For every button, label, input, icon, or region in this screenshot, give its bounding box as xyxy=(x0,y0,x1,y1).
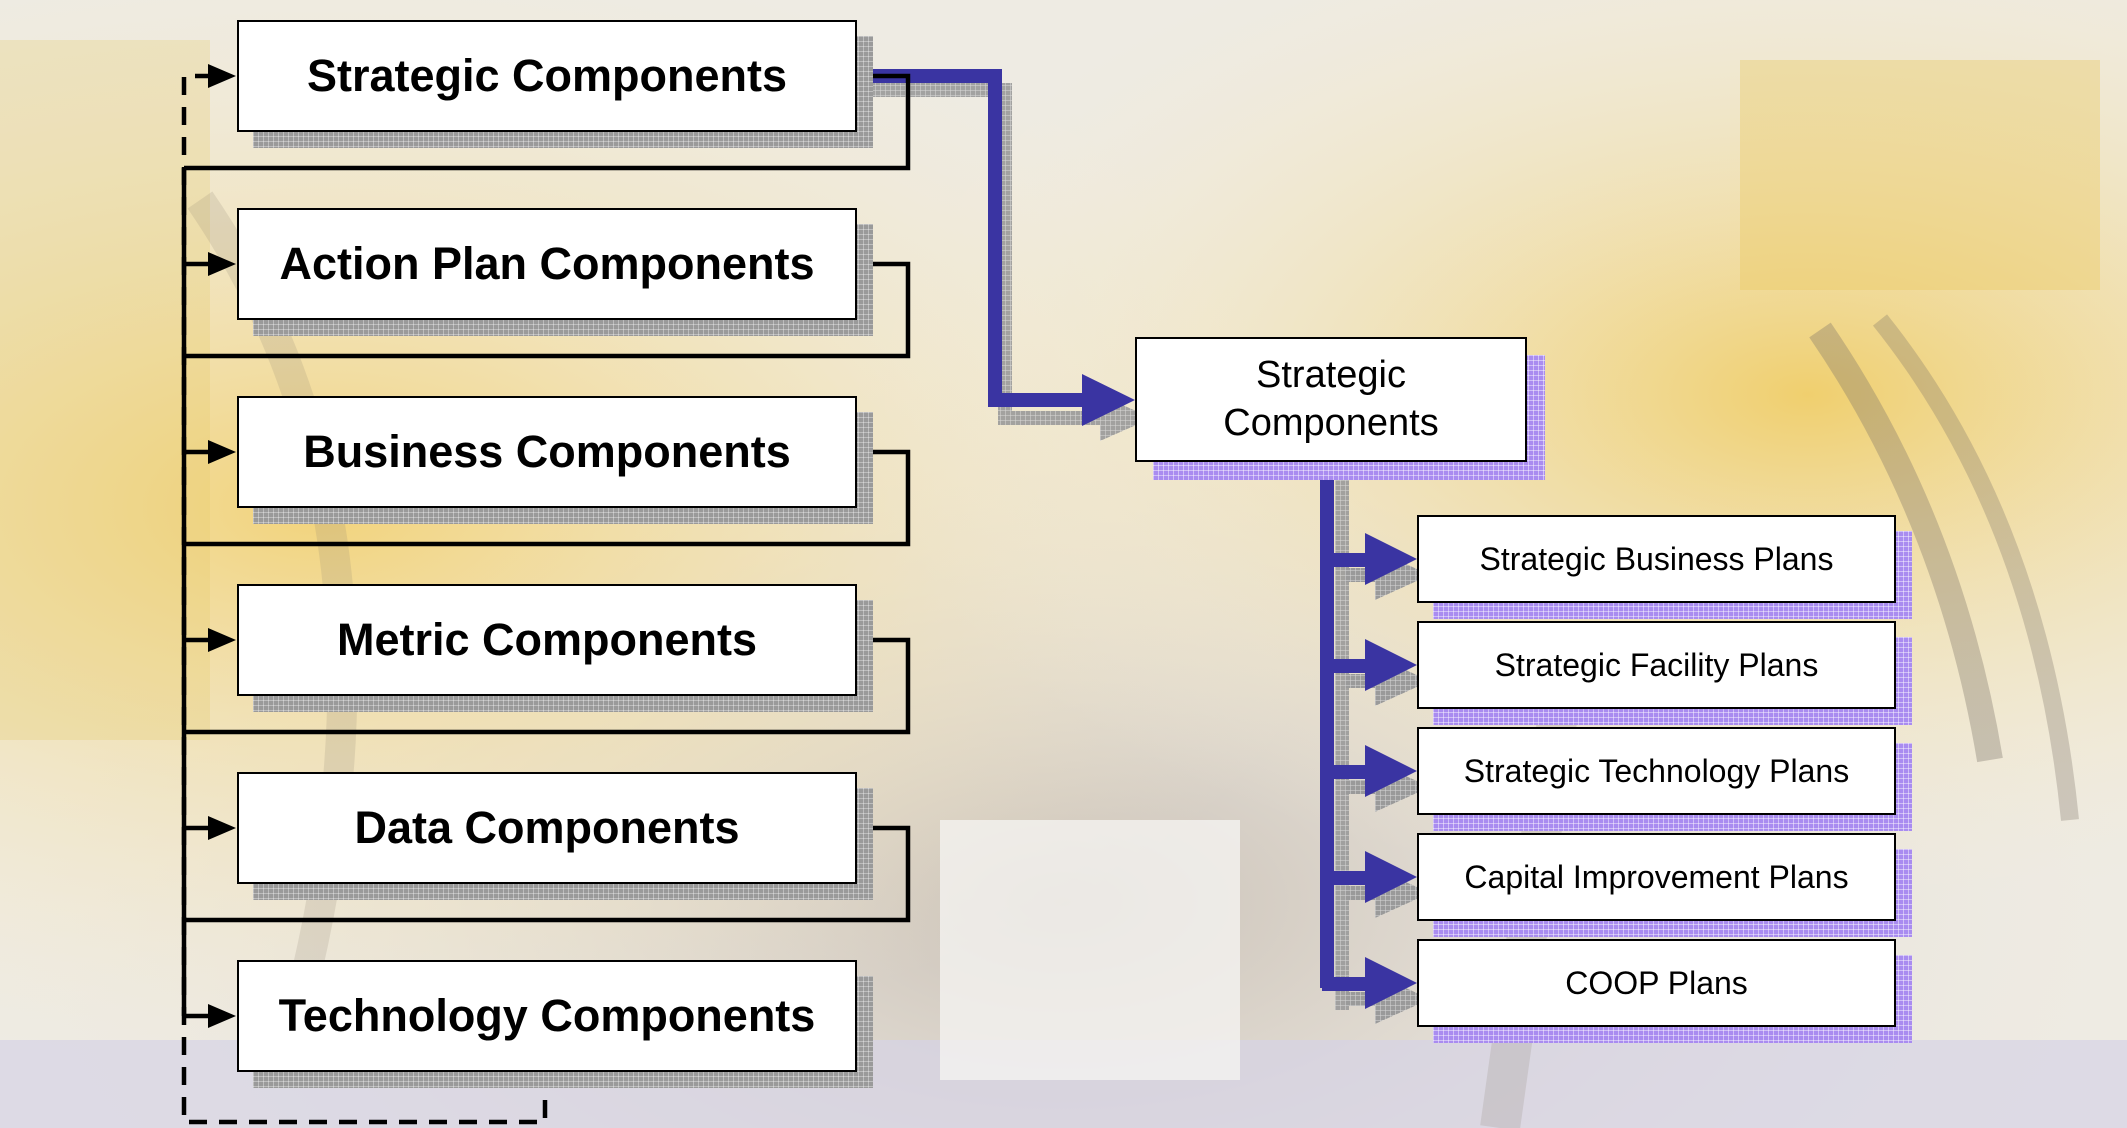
box-capital-improvement-plans[interactable]: Capital Improvement Plans xyxy=(1417,833,1896,921)
plan-label: Strategic Technology Plans xyxy=(1463,752,1850,789)
box-action-plan-components[interactable]: Action Plan Components xyxy=(237,208,857,320)
dashed-return-loop xyxy=(181,73,548,1125)
box-technology-components[interactable]: Technology Components xyxy=(237,960,857,1072)
box-label: Metric Components xyxy=(336,614,758,665)
center-box-line1: Strategic xyxy=(1256,354,1406,396)
box-coop-plans[interactable]: COOP Plans xyxy=(1417,939,1896,1027)
blue-connector-shadow xyxy=(870,83,1349,1010)
box-business-components[interactable]: Business Components xyxy=(237,396,857,508)
plan-label: Strategic Business Plans xyxy=(1479,540,1834,577)
box-label: Technology Components xyxy=(278,990,816,1041)
plan-branch-arrows xyxy=(1322,533,1430,1024)
box-strategic-components[interactable]: Strategic Components xyxy=(237,20,857,132)
box-strategic-technology-plans[interactable]: Strategic Technology Plans xyxy=(1417,727,1896,815)
blue-connector xyxy=(856,69,1334,988)
box-metric-components[interactable]: Metric Components xyxy=(237,584,857,696)
center-box-line2: Components xyxy=(1223,401,1439,444)
box-strategic-business-plans[interactable]: Strategic Business Plans xyxy=(1417,515,1896,603)
box-label: Action Plan Components xyxy=(279,238,815,289)
plan-label: Strategic Facility Plans xyxy=(1494,646,1819,683)
box-label: Business Components xyxy=(303,426,791,477)
box-label: Data Components xyxy=(354,802,740,853)
left-arrowheads xyxy=(208,64,236,1028)
box-strategic-facility-plans[interactable]: Strategic Facility Plans xyxy=(1417,621,1896,709)
box-data-components[interactable]: Data Components xyxy=(237,772,857,884)
plan-label: COOP Plans xyxy=(1565,964,1748,1001)
box-label: Strategic Components xyxy=(306,50,788,101)
plan-label: Capital Improvement Plans xyxy=(1464,858,1849,895)
box-center-strategic-components[interactable]: Strategic Components xyxy=(1135,337,1527,462)
